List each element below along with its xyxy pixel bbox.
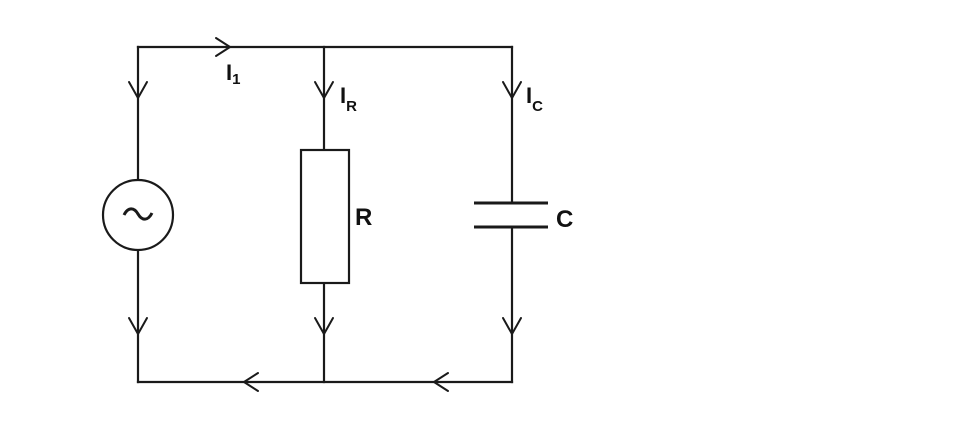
- down-arrow-icon: [314, 81, 334, 99]
- resistor: [299, 148, 351, 285]
- current-arrows: [128, 37, 522, 392]
- down-arrow-icon: [128, 81, 148, 99]
- right-arrow-icon: [215, 37, 231, 57]
- capacitor: [474, 201, 548, 229]
- down-arrow-icon: [314, 317, 334, 335]
- down-arrow-icon: [128, 317, 148, 335]
- left-arrow-icon: [243, 372, 259, 392]
- down-arrow-icon: [502, 317, 522, 335]
- source-current-label: I1: [226, 60, 240, 88]
- resistor-label: R: [355, 204, 372, 231]
- ac-source-tilde-icon: [122, 207, 154, 221]
- left-arrow-icon: [433, 372, 449, 392]
- down-arrow-icon: [502, 81, 522, 99]
- ac-source: [101, 178, 175, 252]
- resistor-current-label: IR: [340, 83, 357, 115]
- capacitor-label: C: [556, 206, 573, 233]
- capacitor-current-label: IC: [526, 83, 543, 115]
